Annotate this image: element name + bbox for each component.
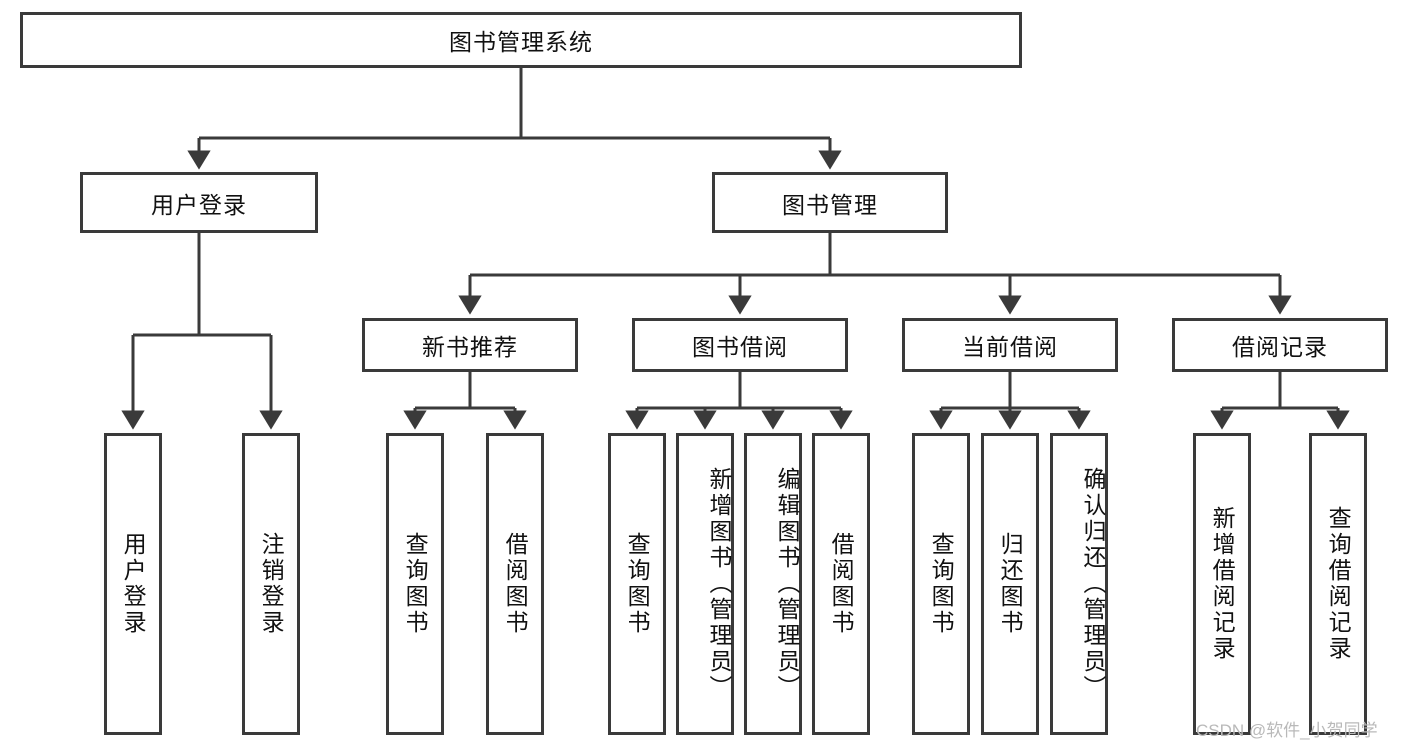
node-user-login[interactable]: 用户登录 <box>80 172 318 233</box>
leaf-add-book-admin[interactable]: 新增图书（管理员） <box>676 433 734 735</box>
leaf-edit-book-admin[interactable]: 编辑图书（管理员） <box>744 433 802 735</box>
leaf-query-book-current[interactable]: 查询图书 <box>912 433 970 735</box>
node-root-system[interactable]: 图书管理系统 <box>20 12 1022 68</box>
leaf-return-book[interactable]: 归还图书 <box>981 433 1039 735</box>
csdn-watermark: CSDN @软件_小贺同学 <box>1196 721 1378 740</box>
leaf-borrow-book-recommend[interactable]: 借阅图书 <box>486 433 544 735</box>
node-current-borrow[interactable]: 当前借阅 <box>902 318 1118 372</box>
leaf-query-borrow-record[interactable]: 查询借阅记录 <box>1309 433 1367 735</box>
leaf-query-book-borrow[interactable]: 查询图书 <box>608 433 666 735</box>
node-borrow-record[interactable]: 借阅记录 <box>1172 318 1388 372</box>
leaf-add-borrow-record[interactable]: 新增借阅记录 <box>1193 433 1251 735</box>
leaf-logout[interactable]: 注销登录 <box>242 433 300 735</box>
node-book-management[interactable]: 图书管理 <box>712 172 948 233</box>
leaf-query-book-recommend[interactable]: 查询图书 <box>386 433 444 735</box>
leaf-user-login[interactable]: 用户登录 <box>104 433 162 735</box>
leaf-confirm-return-admin[interactable]: 确认归还（管理员） <box>1050 433 1108 735</box>
leaf-borrow-book[interactable]: 借阅图书 <box>812 433 870 735</box>
node-new-book-recommend[interactable]: 新书推荐 <box>362 318 578 372</box>
node-book-borrow[interactable]: 图书借阅 <box>632 318 848 372</box>
